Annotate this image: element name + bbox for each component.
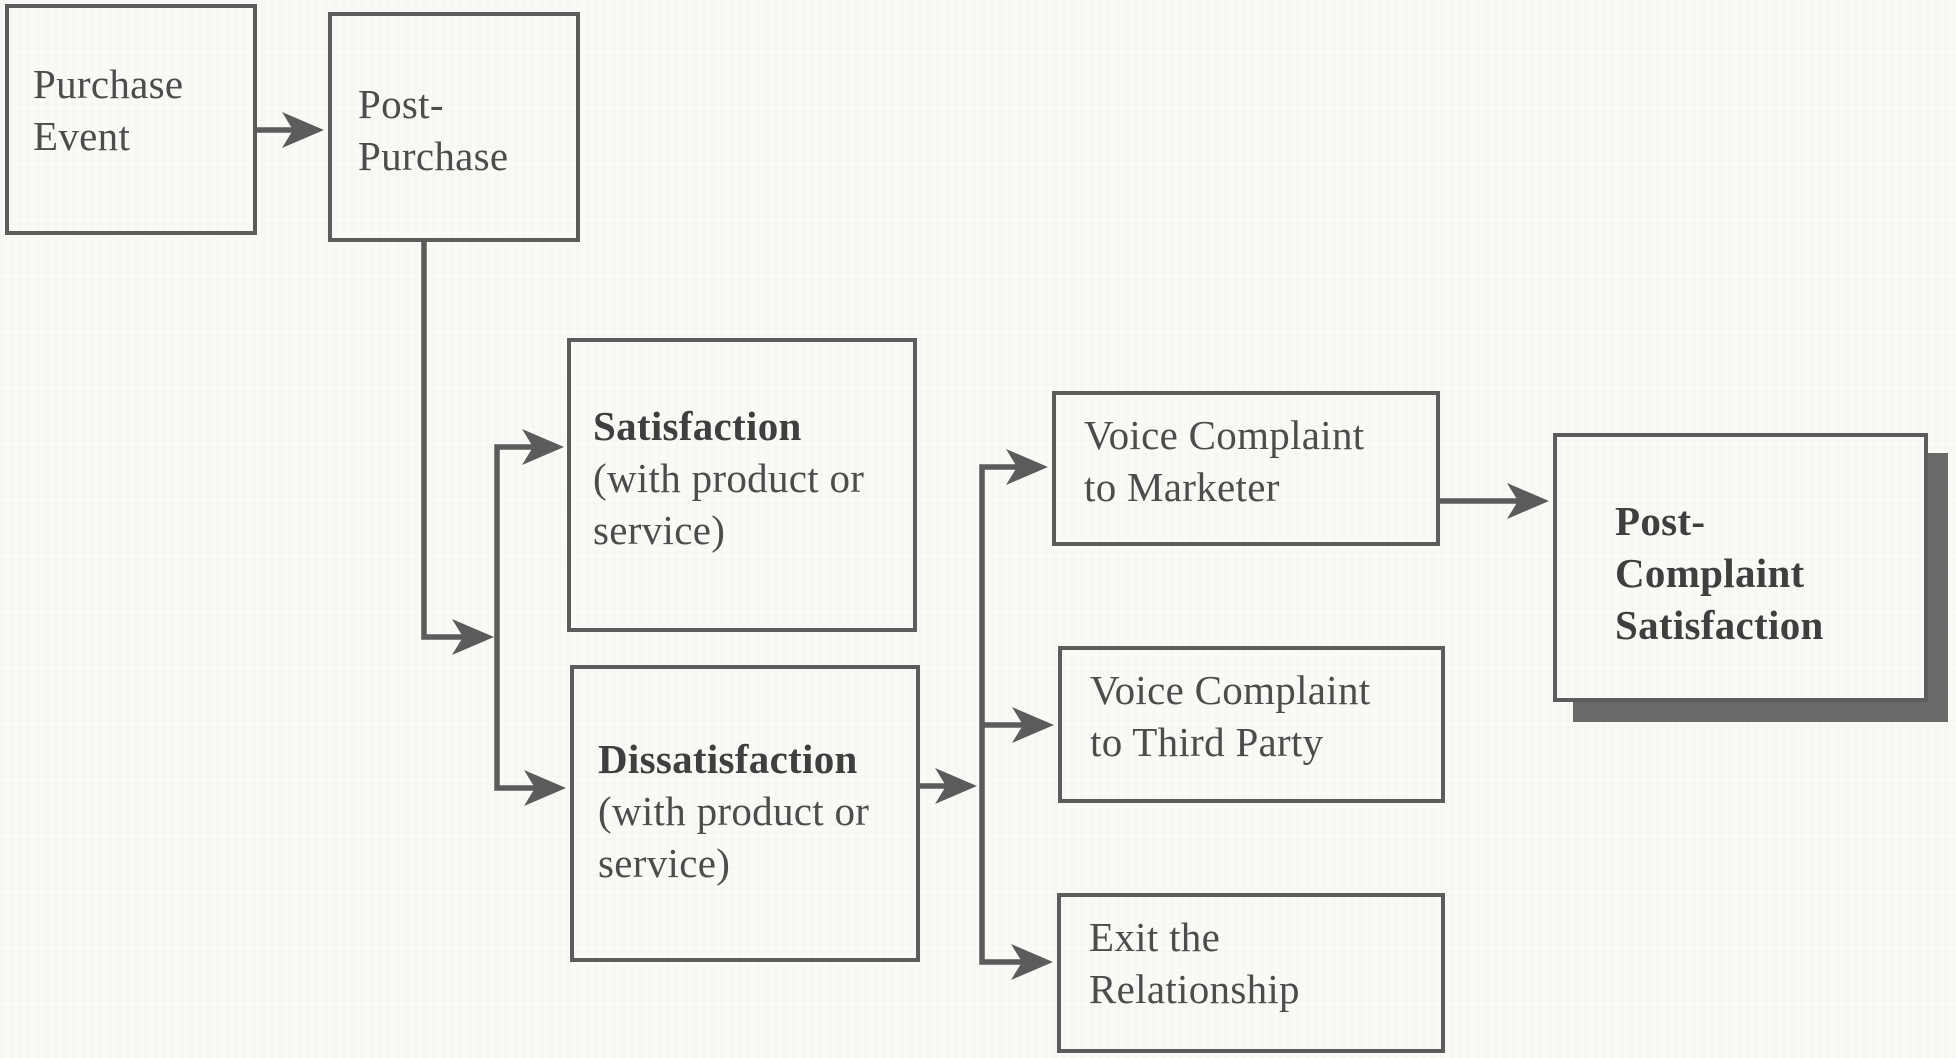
node-title-line: Complaint: [1615, 550, 1805, 596]
arrowhead-icon: [1507, 483, 1549, 519]
node-label-line: Event: [33, 113, 131, 159]
arrowhead-icon: [1012, 707, 1054, 743]
node-label-line: service): [598, 840, 731, 886]
node-exit-relationship: Exit the Relationship: [1057, 893, 1445, 1053]
node-label-line: Exit the: [1089, 914, 1221, 960]
node-title-line: Post-: [1615, 498, 1706, 544]
node-voice-complaint-marketer: Voice Complaint to Marketer: [1052, 391, 1440, 546]
node-label-line: (with product or: [598, 788, 870, 834]
node-label-line: Post-: [358, 81, 444, 127]
arrowhead-icon: [452, 619, 494, 655]
arrowhead-icon: [935, 768, 977, 804]
edge-junction-branches: [979, 464, 1025, 965]
node-satisfaction: Satisfaction (with product or service): [567, 338, 917, 632]
node-label-line: Voice Complaint: [1084, 412, 1365, 458]
arrowhead-icon: [1006, 449, 1048, 485]
edge-junction-satisfaction: [494, 444, 538, 791]
node-title-line: Satisfaction: [1615, 602, 1824, 648]
arrowhead-icon: [522, 429, 564, 465]
node-post-complaint-satisfaction: Post- Complaint Satisfaction: [1553, 433, 1928, 702]
node-dissatisfaction: Dissatisfaction (with product or service…: [570, 665, 920, 962]
node-label-line: (with product or: [593, 455, 865, 501]
node-label-line: service): [593, 507, 726, 553]
node-label-line: Purchase: [33, 61, 184, 107]
arrowhead-icon: [282, 112, 324, 148]
node-label-line: Purchase: [358, 133, 509, 179]
node-title-line: Dissatisfaction: [598, 736, 858, 782]
node-voice-complaint-third-party: Voice Complaint to Third Party: [1058, 646, 1445, 803]
node-purchase-event: Purchase Event: [5, 4, 257, 235]
node-label-line: to Third Party: [1090, 719, 1324, 765]
node-label-line: Relationship: [1089, 966, 1300, 1012]
edge-postpurchase-stem: [421, 242, 466, 640]
node-post-purchase: Post- Purchase: [328, 12, 580, 242]
node-label-line: to Marketer: [1084, 464, 1280, 510]
node-title-line: Satisfaction: [593, 403, 802, 449]
node-label-line: Voice Complaint: [1090, 667, 1371, 713]
arrowhead-icon: [524, 770, 566, 806]
arrowhead-icon: [1011, 944, 1053, 980]
